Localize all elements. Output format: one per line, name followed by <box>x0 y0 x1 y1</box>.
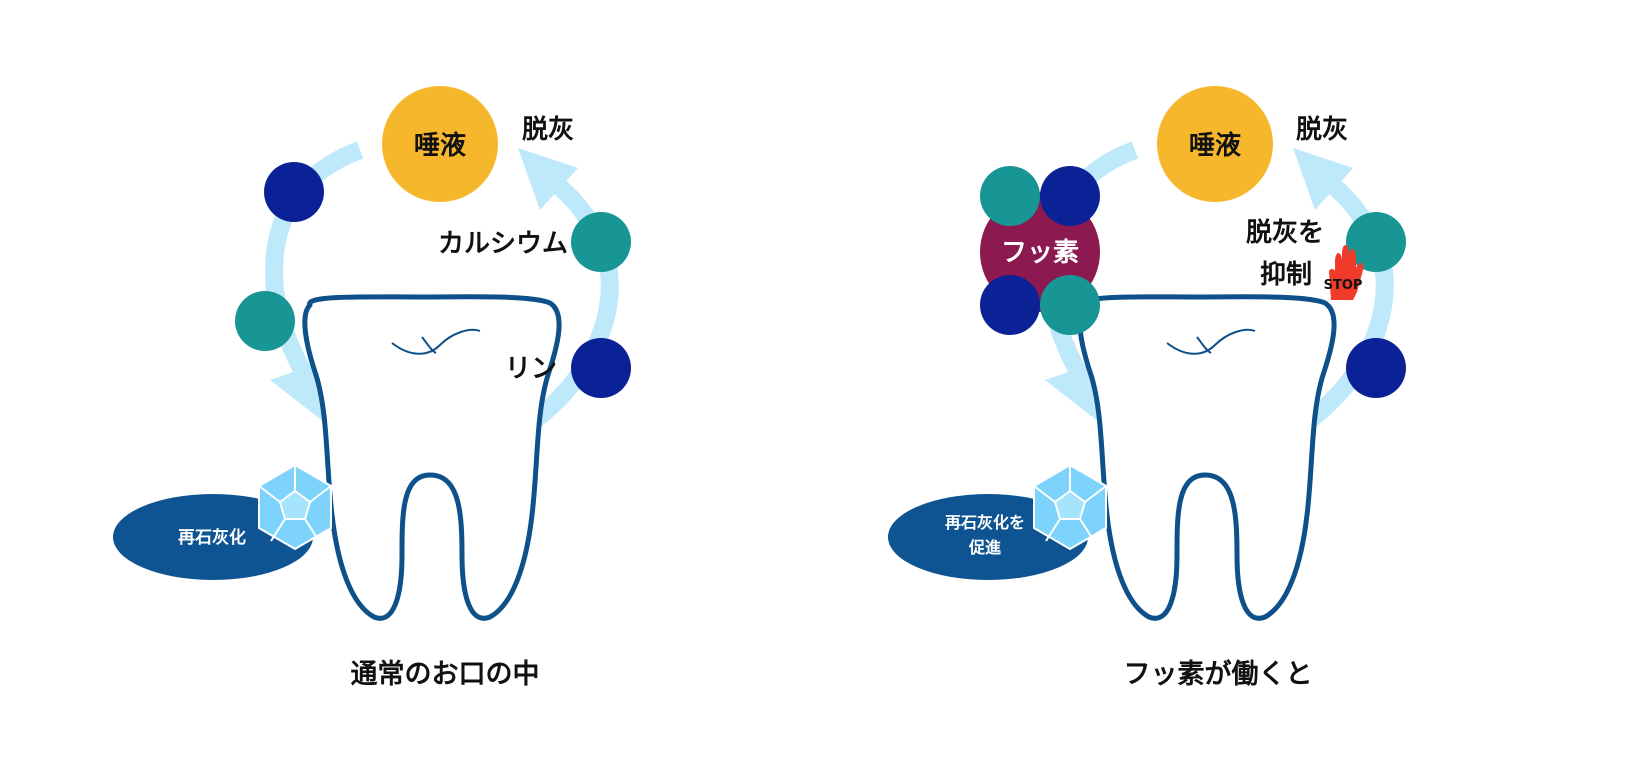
stop-label: STOP <box>1324 278 1363 293</box>
phosphorus-label: リン <box>505 354 557 384</box>
saliva-label: 唾液 <box>1189 131 1241 161</box>
calcium-ion <box>235 291 295 351</box>
demineral-arrow-head <box>1293 148 1353 210</box>
stop-hand-icon <box>1329 245 1364 300</box>
remineral-label: 再石灰化 <box>178 527 246 548</box>
remineral-label-line1: 再石灰化を <box>945 513 1025 532</box>
right-panel: 唾液 脱灰 フッ素 脱灰を 抑制 STOP 再石灰化を 促進 フッ素が働くと <box>888 86 1406 690</box>
fluoride-label: フッ素 <box>1001 238 1079 268</box>
saliva-label: 唾液 <box>414 131 466 161</box>
demineral-label: 脱灰 <box>522 115 574 145</box>
tooth-icon <box>305 297 559 619</box>
phosphorus-ion <box>571 338 631 398</box>
demineral-label: 脱灰 <box>1296 115 1348 145</box>
calcium-ion <box>1346 212 1406 272</box>
calcium-label: カルシウム <box>438 229 568 259</box>
right-caption: フッ素が働くと <box>1124 658 1313 690</box>
demineral-arrow-head <box>518 148 578 210</box>
calcium-ion <box>980 166 1040 226</box>
suppress-label-line1: 脱灰を <box>1246 218 1324 248</box>
calcium-ion <box>1040 275 1100 335</box>
calcium-ion <box>571 212 631 272</box>
phosphorus-ion <box>1040 166 1100 226</box>
saliva-circle <box>1157 86 1273 202</box>
phosphorus-ion <box>264 162 324 222</box>
left-caption: 通常のお口の中 <box>351 659 540 690</box>
suppress-label-line2: 抑制 <box>1260 260 1312 290</box>
saliva-circle <box>382 86 498 202</box>
left-panel: 唾液 脱灰 カルシウム リン 再石灰化 通常のお口の中 <box>113 86 631 690</box>
tooth-icon <box>1080 297 1334 619</box>
remineral-label-line2: 促進 <box>968 538 1001 557</box>
phosphorus-ion <box>1346 338 1406 398</box>
phosphorus-ion <box>980 275 1040 335</box>
